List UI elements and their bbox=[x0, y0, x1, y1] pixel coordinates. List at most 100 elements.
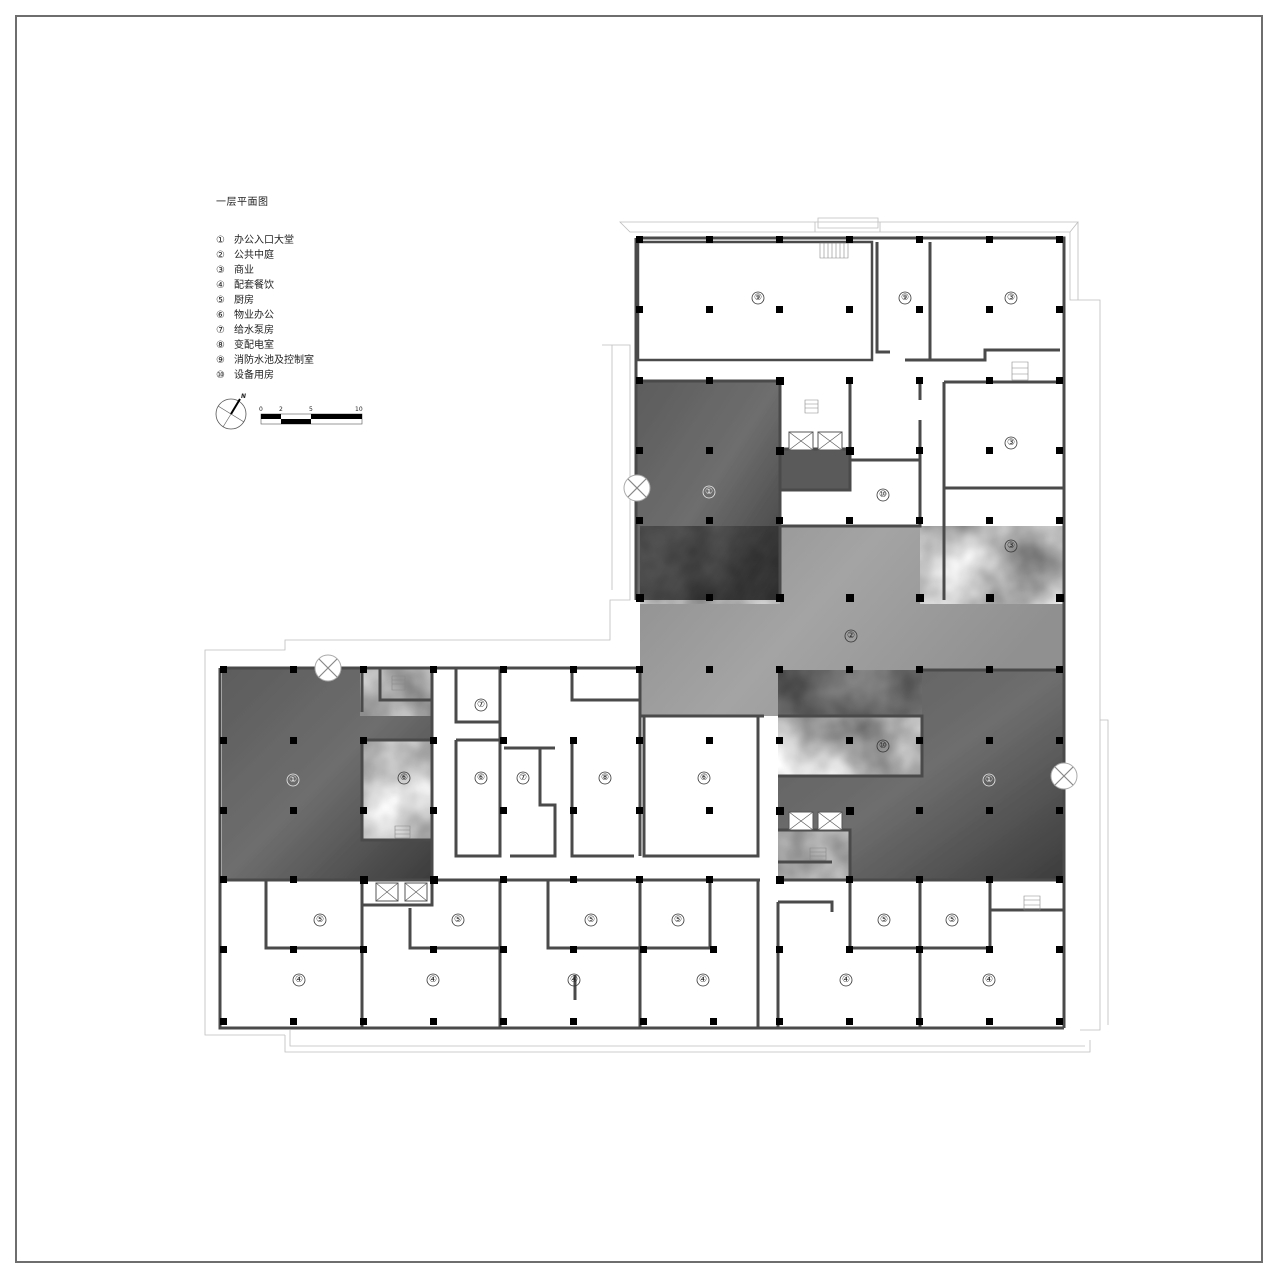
room-label: ⑨ bbox=[751, 291, 765, 305]
svg-text:①: ① bbox=[705, 487, 713, 497]
svg-text:⑩: ⑩ bbox=[879, 741, 887, 751]
legend-item: ② 公共中庭 bbox=[216, 248, 314, 263]
legend-item: ⑧ 变配电室 bbox=[216, 338, 314, 353]
svg-text:④: ④ bbox=[985, 975, 993, 985]
lobby-fill-north bbox=[636, 381, 850, 600]
svg-text:⑤: ⑤ bbox=[454, 915, 462, 925]
lobby-fill-east bbox=[778, 670, 1064, 880]
svg-text:①: ① bbox=[289, 775, 297, 785]
svg-text:①: ① bbox=[985, 775, 993, 785]
legend-label: 变配电室 bbox=[234, 340, 274, 351]
svg-text:⑧: ⑧ bbox=[601, 773, 609, 783]
entrance-cross-circle-icon bbox=[623, 474, 651, 502]
legend-item: ⑤ 厨房 bbox=[216, 293, 314, 308]
room-label: ④ bbox=[292, 973, 306, 987]
svg-text:⑥: ⑥ bbox=[400, 773, 408, 783]
scale-tick: 0 bbox=[259, 406, 263, 413]
room-label: ④ bbox=[982, 973, 996, 987]
legend-number: ⑤ bbox=[216, 295, 225, 306]
legend-label: 物业办公 bbox=[234, 310, 274, 321]
svg-text:⑤: ⑤ bbox=[880, 915, 888, 925]
legend-number: ④ bbox=[216, 280, 225, 291]
room-label: ⑩ bbox=[876, 739, 890, 753]
room-label: ⑤ bbox=[584, 913, 598, 927]
svg-text:③: ③ bbox=[1007, 541, 1015, 551]
elevators bbox=[375, 431, 843, 902]
room-label: ⑥ bbox=[474, 771, 488, 785]
room-label: ⑩ bbox=[876, 488, 890, 502]
legend-number: ⑦ bbox=[216, 325, 225, 336]
legend-label: 消防水池及控制室 bbox=[234, 355, 314, 366]
room-label: ④ bbox=[567, 973, 581, 987]
legend-number: ⑧ bbox=[216, 340, 225, 351]
room-label: ② bbox=[844, 629, 858, 643]
entrance-cross-circle-icon bbox=[1050, 762, 1078, 790]
legend-label: 设备用房 bbox=[234, 370, 274, 381]
legend-number: ⑨ bbox=[216, 355, 225, 366]
room-label: ① bbox=[702, 485, 716, 499]
legend-item: ⑦ 给水泵房 bbox=[216, 323, 314, 338]
legend-number: ⑩ bbox=[216, 370, 225, 381]
north-arrow-icon: N bbox=[215, 393, 247, 430]
drawing-title: 一层平面图 bbox=[216, 197, 269, 208]
svg-text:⑨: ⑨ bbox=[901, 293, 909, 303]
legend-label: 商业 bbox=[234, 265, 254, 276]
room-label: ③ bbox=[1004, 539, 1018, 553]
room-label: ④ bbox=[426, 973, 440, 987]
legend-label: 给水泵房 bbox=[234, 325, 274, 336]
svg-text:④: ④ bbox=[570, 975, 578, 985]
site-outline bbox=[204, 217, 1109, 1053]
columns bbox=[220, 236, 1064, 1025]
legend-label: 办公入口大堂 bbox=[234, 235, 294, 246]
room-label: ⑤ bbox=[877, 913, 891, 927]
room-label: ⑦ bbox=[516, 771, 530, 785]
room-label: ⑦ bbox=[474, 698, 488, 712]
room-labels: ⑨ ⑨ ③ ③ ③ ① ⑩ ② ① ⑩ ① ⑥ ⑦ ⑥ ⑦ ⑧ ⑥ ⑤ ⑤ ⑤ … bbox=[286, 291, 1018, 987]
scale-tick: 10 bbox=[355, 406, 363, 413]
entrance-cross-circle-icon bbox=[314, 654, 342, 682]
lobby-fill-west bbox=[222, 669, 432, 880]
svg-text:⑨: ⑨ bbox=[754, 293, 762, 303]
legend-number: ② bbox=[216, 250, 225, 261]
legend-item: ④ 配套餐饮 bbox=[216, 278, 314, 293]
scale-bar: 0 2 5 10 bbox=[259, 406, 363, 425]
room-label: ④ bbox=[839, 973, 853, 987]
room-label: ⑨ bbox=[898, 291, 912, 305]
svg-text:⑤: ⑤ bbox=[674, 915, 682, 925]
room-label: ⑤ bbox=[313, 913, 327, 927]
legend-item: ⑨ 消防水池及控制室 bbox=[216, 353, 314, 368]
room-label: ⑤ bbox=[945, 913, 959, 927]
legend-label: 配套餐饮 bbox=[234, 280, 274, 291]
north-label: N bbox=[241, 393, 246, 400]
room-label: ⑥ bbox=[397, 771, 411, 785]
svg-text:④: ④ bbox=[699, 975, 707, 985]
room-label: ⑤ bbox=[451, 913, 465, 927]
svg-text:⑥: ⑥ bbox=[477, 773, 485, 783]
room-label: ③ bbox=[1004, 291, 1018, 305]
room-label: ③ bbox=[1004, 436, 1018, 450]
svg-text:③: ③ bbox=[1007, 293, 1015, 303]
legend-item: ⑩ 设备用房 bbox=[216, 368, 314, 383]
scale-tick: 2 bbox=[279, 406, 283, 413]
svg-text:②: ② bbox=[847, 631, 855, 641]
svg-text:⑦: ⑦ bbox=[477, 700, 485, 710]
scale-tick: 5 bbox=[309, 406, 313, 413]
room-label: ① bbox=[982, 773, 996, 787]
svg-text:③: ③ bbox=[1007, 438, 1015, 448]
svg-text:⑤: ⑤ bbox=[948, 915, 956, 925]
svg-text:⑤: ⑤ bbox=[587, 915, 595, 925]
svg-text:④: ④ bbox=[429, 975, 437, 985]
legend-label: 厨房 bbox=[234, 295, 254, 306]
legend-number: ③ bbox=[216, 265, 225, 276]
svg-text:④: ④ bbox=[842, 975, 850, 985]
room-label: ⑥ bbox=[697, 771, 711, 785]
room-label: ⑤ bbox=[671, 913, 685, 927]
legend-label: 公共中庭 bbox=[234, 250, 274, 261]
drawing-frame bbox=[15, 15, 1263, 1263]
svg-text:⑩: ⑩ bbox=[879, 490, 887, 500]
svg-text:⑦: ⑦ bbox=[519, 773, 527, 783]
room-label: ⑧ bbox=[598, 771, 612, 785]
